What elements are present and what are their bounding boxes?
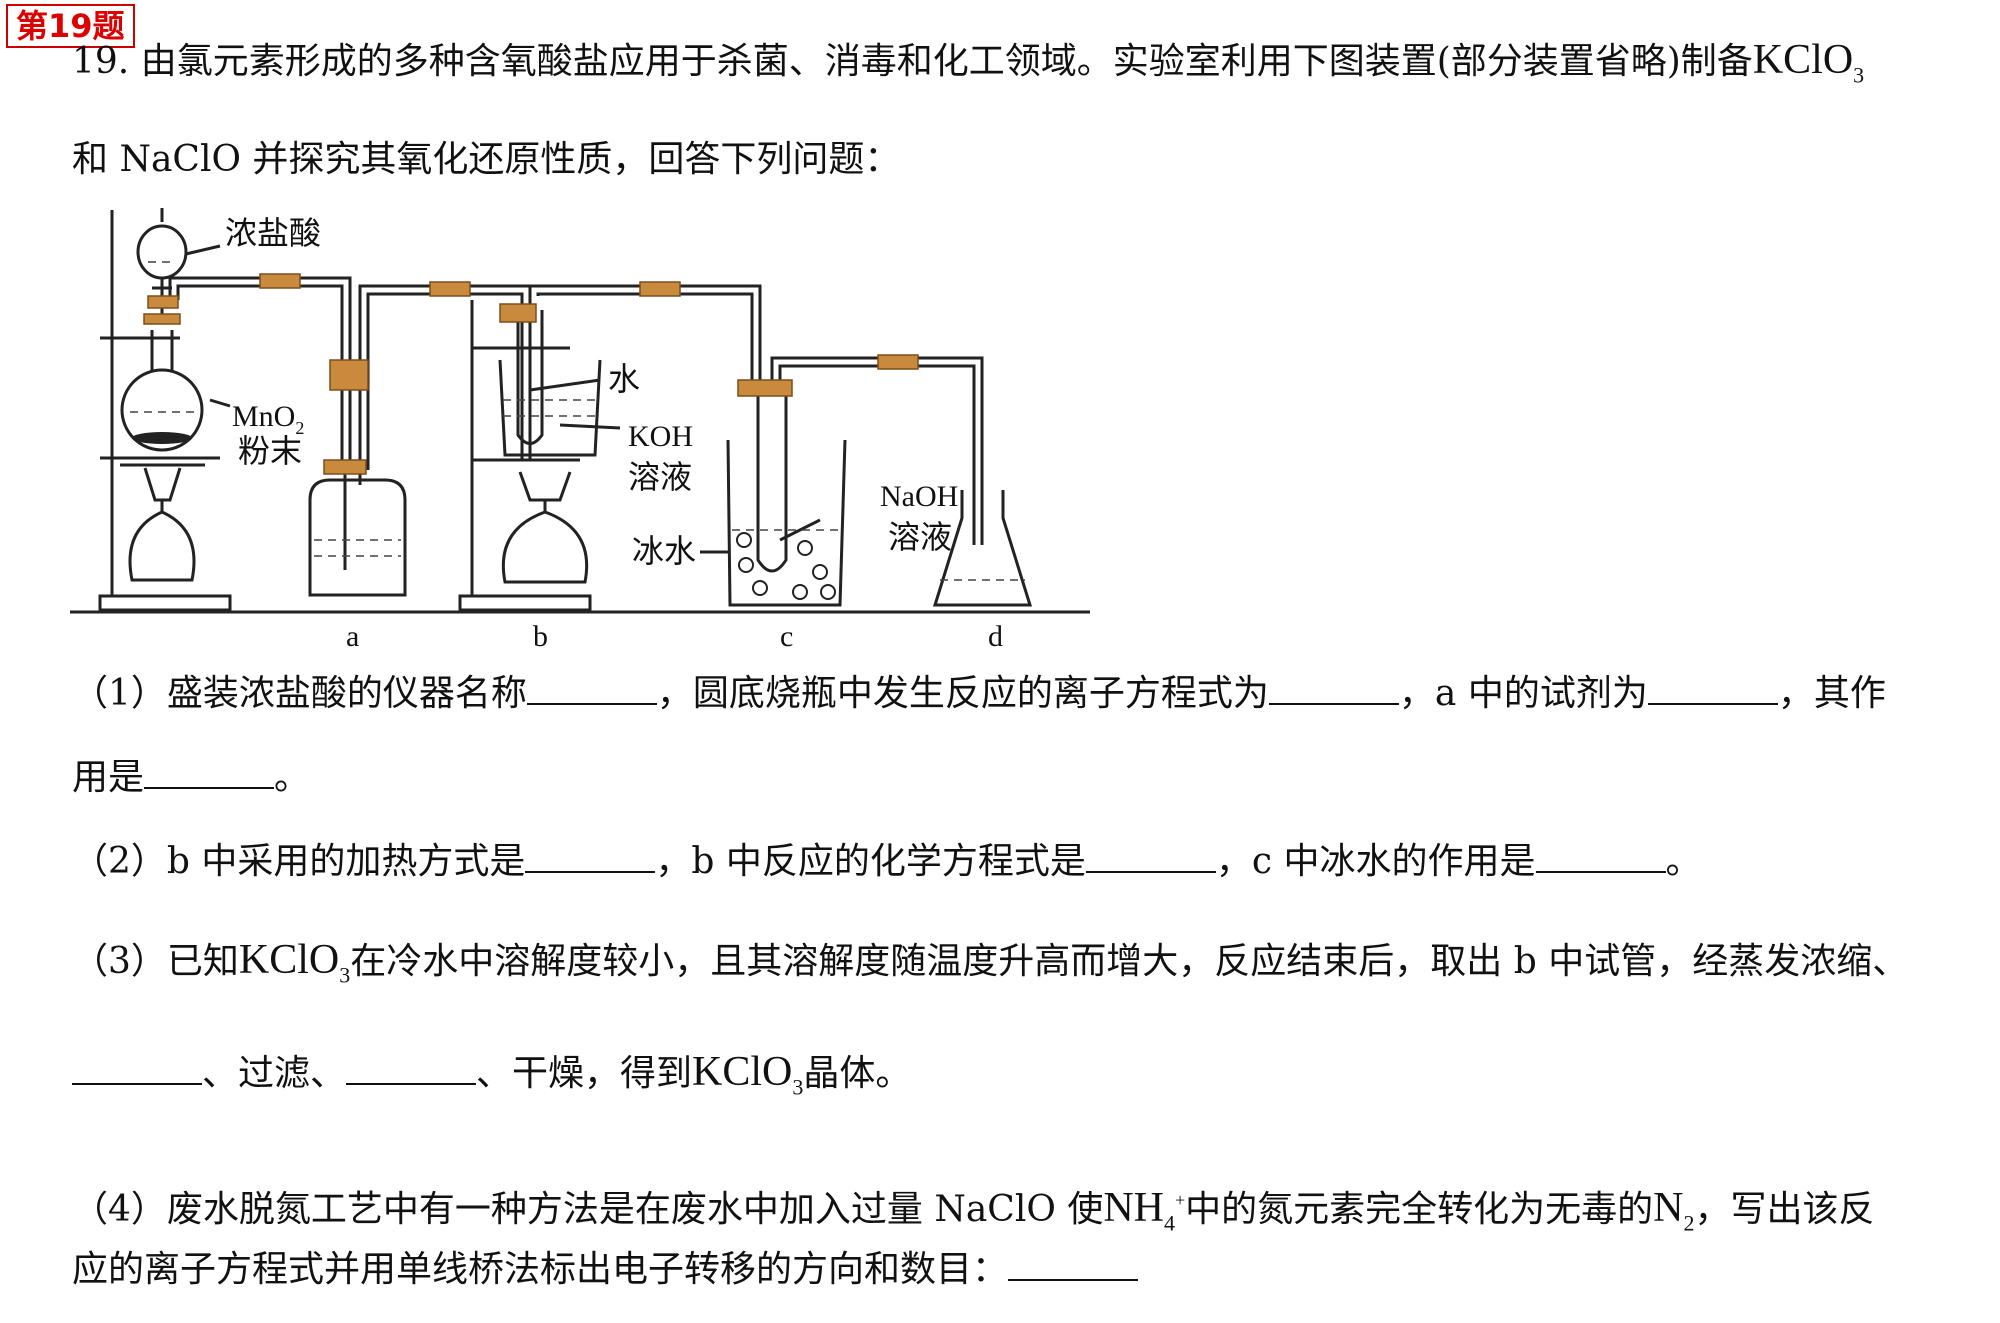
apparatus-diagram: 浓盐酸 MnO2 粉末 水 KOH 溶液 NaOH 溶液 冰水 a b c d xyxy=(70,208,1090,653)
answer-blank[interactable] xyxy=(525,841,656,873)
label-powder: 粉末 xyxy=(238,432,302,470)
answer-blank[interactable] xyxy=(526,673,657,705)
answer-blank[interactable] xyxy=(144,757,275,789)
label-koh-solution: 溶液 xyxy=(628,458,692,496)
label-a: a xyxy=(346,620,359,653)
question-badge: 第19题 xyxy=(6,4,135,48)
intro-text-1: 由氯元素形成的多种含氧酸盐应用于杀菌、消毒和化工领域。实验室利用下图装置(部分装… xyxy=(140,41,1753,82)
label-b: b xyxy=(533,620,548,653)
q3-line-1: （3）已知KClO3在冷水中溶解度较小，且其溶解度随温度升高而增大，反应结束后，… xyxy=(72,937,1909,988)
answer-blank[interactable] xyxy=(1647,673,1778,705)
q1-line-2: 用是。 xyxy=(72,757,311,798)
q2-line: （2）b 中采用的加热方式是，b 中反应的化学方程式是，c 中冰水的作用是。 xyxy=(72,841,1702,882)
label-ice-water: 冰水 xyxy=(632,532,696,570)
label-naoh: NaOH xyxy=(880,480,958,513)
intro-line-2: 和 NaClO 并探究其氧化还原性质，回答下列问题： xyxy=(72,138,900,182)
intro-line-1: 19. 由氯元素形成的多种含氧酸盐应用于杀菌、消毒和化工领域。实验室利用下图装置… xyxy=(72,38,1864,97)
formula-kclo3: KClO3 xyxy=(238,937,351,988)
label-d: d xyxy=(988,620,1003,653)
label-mno2: MnO2 xyxy=(232,400,304,438)
formula-nh4: NH4+ xyxy=(1103,1185,1186,1236)
q1-line-1: （1）盛装浓盐酸的仪器名称，圆底烧瓶中发生反应的离子方程式为，a 中的试剂为，其… xyxy=(72,673,1886,714)
formula-kclo3: KClO3 xyxy=(1752,37,1865,88)
label-c: c xyxy=(780,620,793,653)
label-water: 水 xyxy=(608,360,640,398)
label-conc-hcl: 浓盐酸 xyxy=(225,214,321,252)
answer-blank[interactable] xyxy=(1535,841,1666,873)
q4-line-2: 应的离子方程式并用单线桥法标出电子转移的方向和数目： xyxy=(72,1248,1139,1292)
answer-blank[interactable] xyxy=(1008,1249,1139,1281)
label-koh: KOH xyxy=(628,420,693,453)
question-number: 19. xyxy=(72,41,130,82)
formula-n2: N2 xyxy=(1653,1185,1695,1236)
label-naoh-solution: 溶液 xyxy=(888,518,952,556)
answer-blank[interactable] xyxy=(346,1053,477,1085)
q3-line-2: 、过滤、、干燥，得到KClO3晶体。 xyxy=(72,1050,911,1109)
formula-kclo3: KClO3 xyxy=(692,1049,804,1100)
answer-blank[interactable] xyxy=(1085,841,1216,873)
answer-blank[interactable] xyxy=(72,1053,202,1085)
q4-line-1: （4）废水脱氮工艺中有一种方法是在废水中加入过量 NaClO 使NH4+中的氮元… xyxy=(72,1185,1875,1236)
answer-blank[interactable] xyxy=(1268,673,1399,705)
intro-text-2: 和 NaClO 并探究其氧化还原性质，回答下列问题： xyxy=(72,139,901,180)
